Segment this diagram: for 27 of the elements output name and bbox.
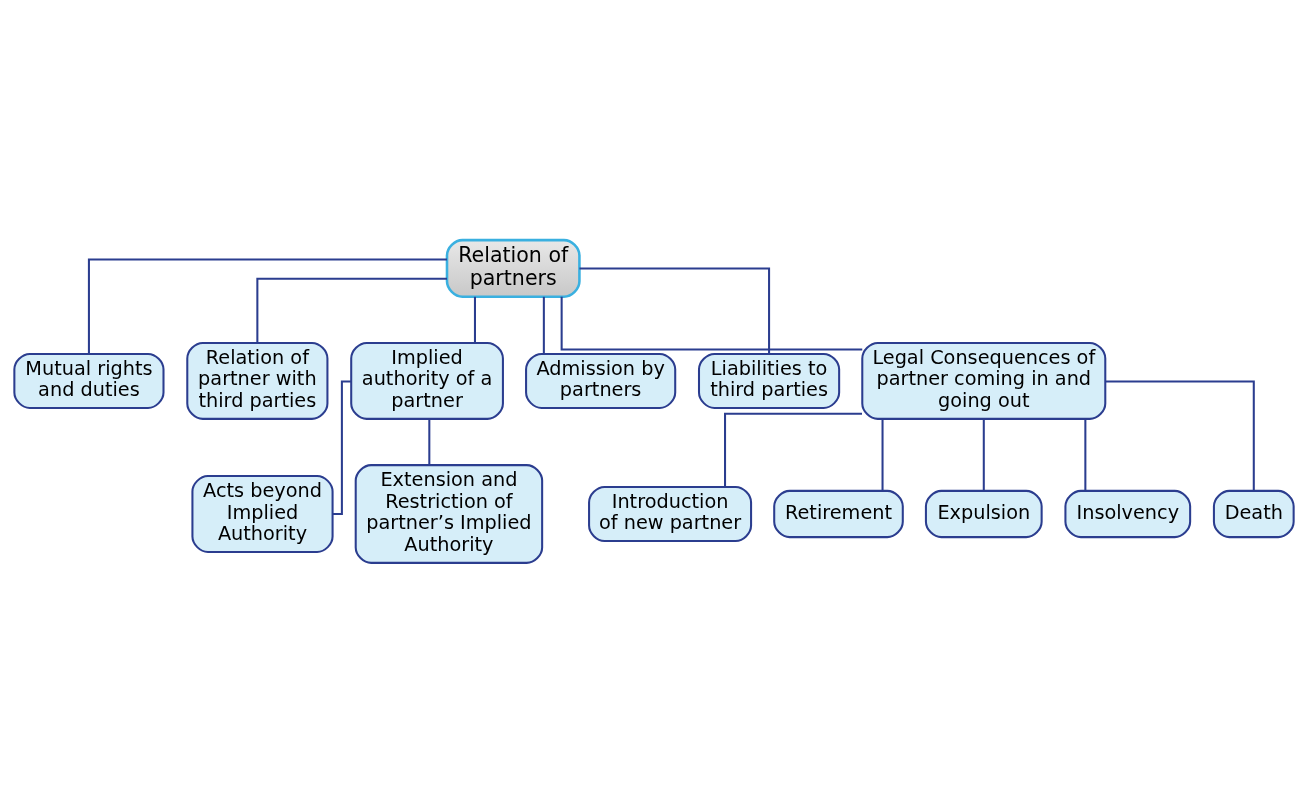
connector [473, 296, 476, 343]
connector [560, 296, 863, 351]
connector [1105, 380, 1255, 491]
connector [428, 419, 431, 465]
node-box: Mutual rights and duties [13, 352, 165, 409]
node-box: Admission by partners [525, 352, 677, 409]
node-box: Introduction of new partner [588, 485, 753, 543]
connector [332, 380, 351, 516]
connector [256, 277, 447, 343]
node-box: Legal Consequences of partner coming in and going out [861, 341, 1107, 420]
connector [1084, 419, 1087, 491]
node-box: Extension and Restriction of partner’s Implied Authority [354, 464, 544, 564]
node-box: Liabilities to third parties [697, 352, 841, 409]
node-box: Insolvency [1064, 489, 1192, 539]
node-box: Expulsion [924, 489, 1043, 539]
connector [881, 419, 884, 491]
node-box: Relation of partner with third parties [186, 341, 329, 420]
connector [724, 412, 862, 487]
node-box: Retirement [773, 489, 904, 539]
node-box: Death [1212, 489, 1295, 539]
connector [542, 296, 545, 354]
connector [87, 258, 447, 354]
node-box: Relation of partners [445, 238, 581, 298]
node-box: Acts beyond Implied Authority [191, 475, 334, 553]
connector [579, 267, 771, 354]
node-box: Implied authority of a partner [350, 341, 504, 420]
connector [982, 419, 985, 491]
